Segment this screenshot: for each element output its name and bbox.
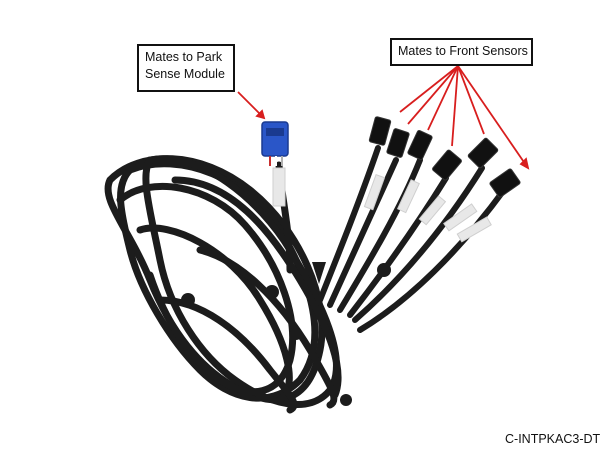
callout-arrows (237, 65, 530, 170)
front-sensors-callout-label: Mates to Front Sensors (398, 44, 528, 58)
lead-sleeves (363, 174, 492, 243)
blue-connector-icon (261, 121, 289, 166)
park-sense-callout-line1: Mates to Park (145, 50, 223, 64)
park-sense-callout: Mates to Park Sense Module (137, 44, 235, 92)
part-number-label: C-INTPKAC3-DT (505, 432, 600, 446)
park-sense-callout-line2: Sense Module (145, 67, 225, 81)
sensor-leads (317, 145, 507, 333)
harness-clips (181, 262, 391, 406)
harness-coil (104, 155, 342, 414)
front-sensors-callout: Mates to Front Sensors (390, 38, 533, 66)
black-sensor-connector-icon (368, 116, 521, 198)
module-lead (272, 161, 294, 274)
